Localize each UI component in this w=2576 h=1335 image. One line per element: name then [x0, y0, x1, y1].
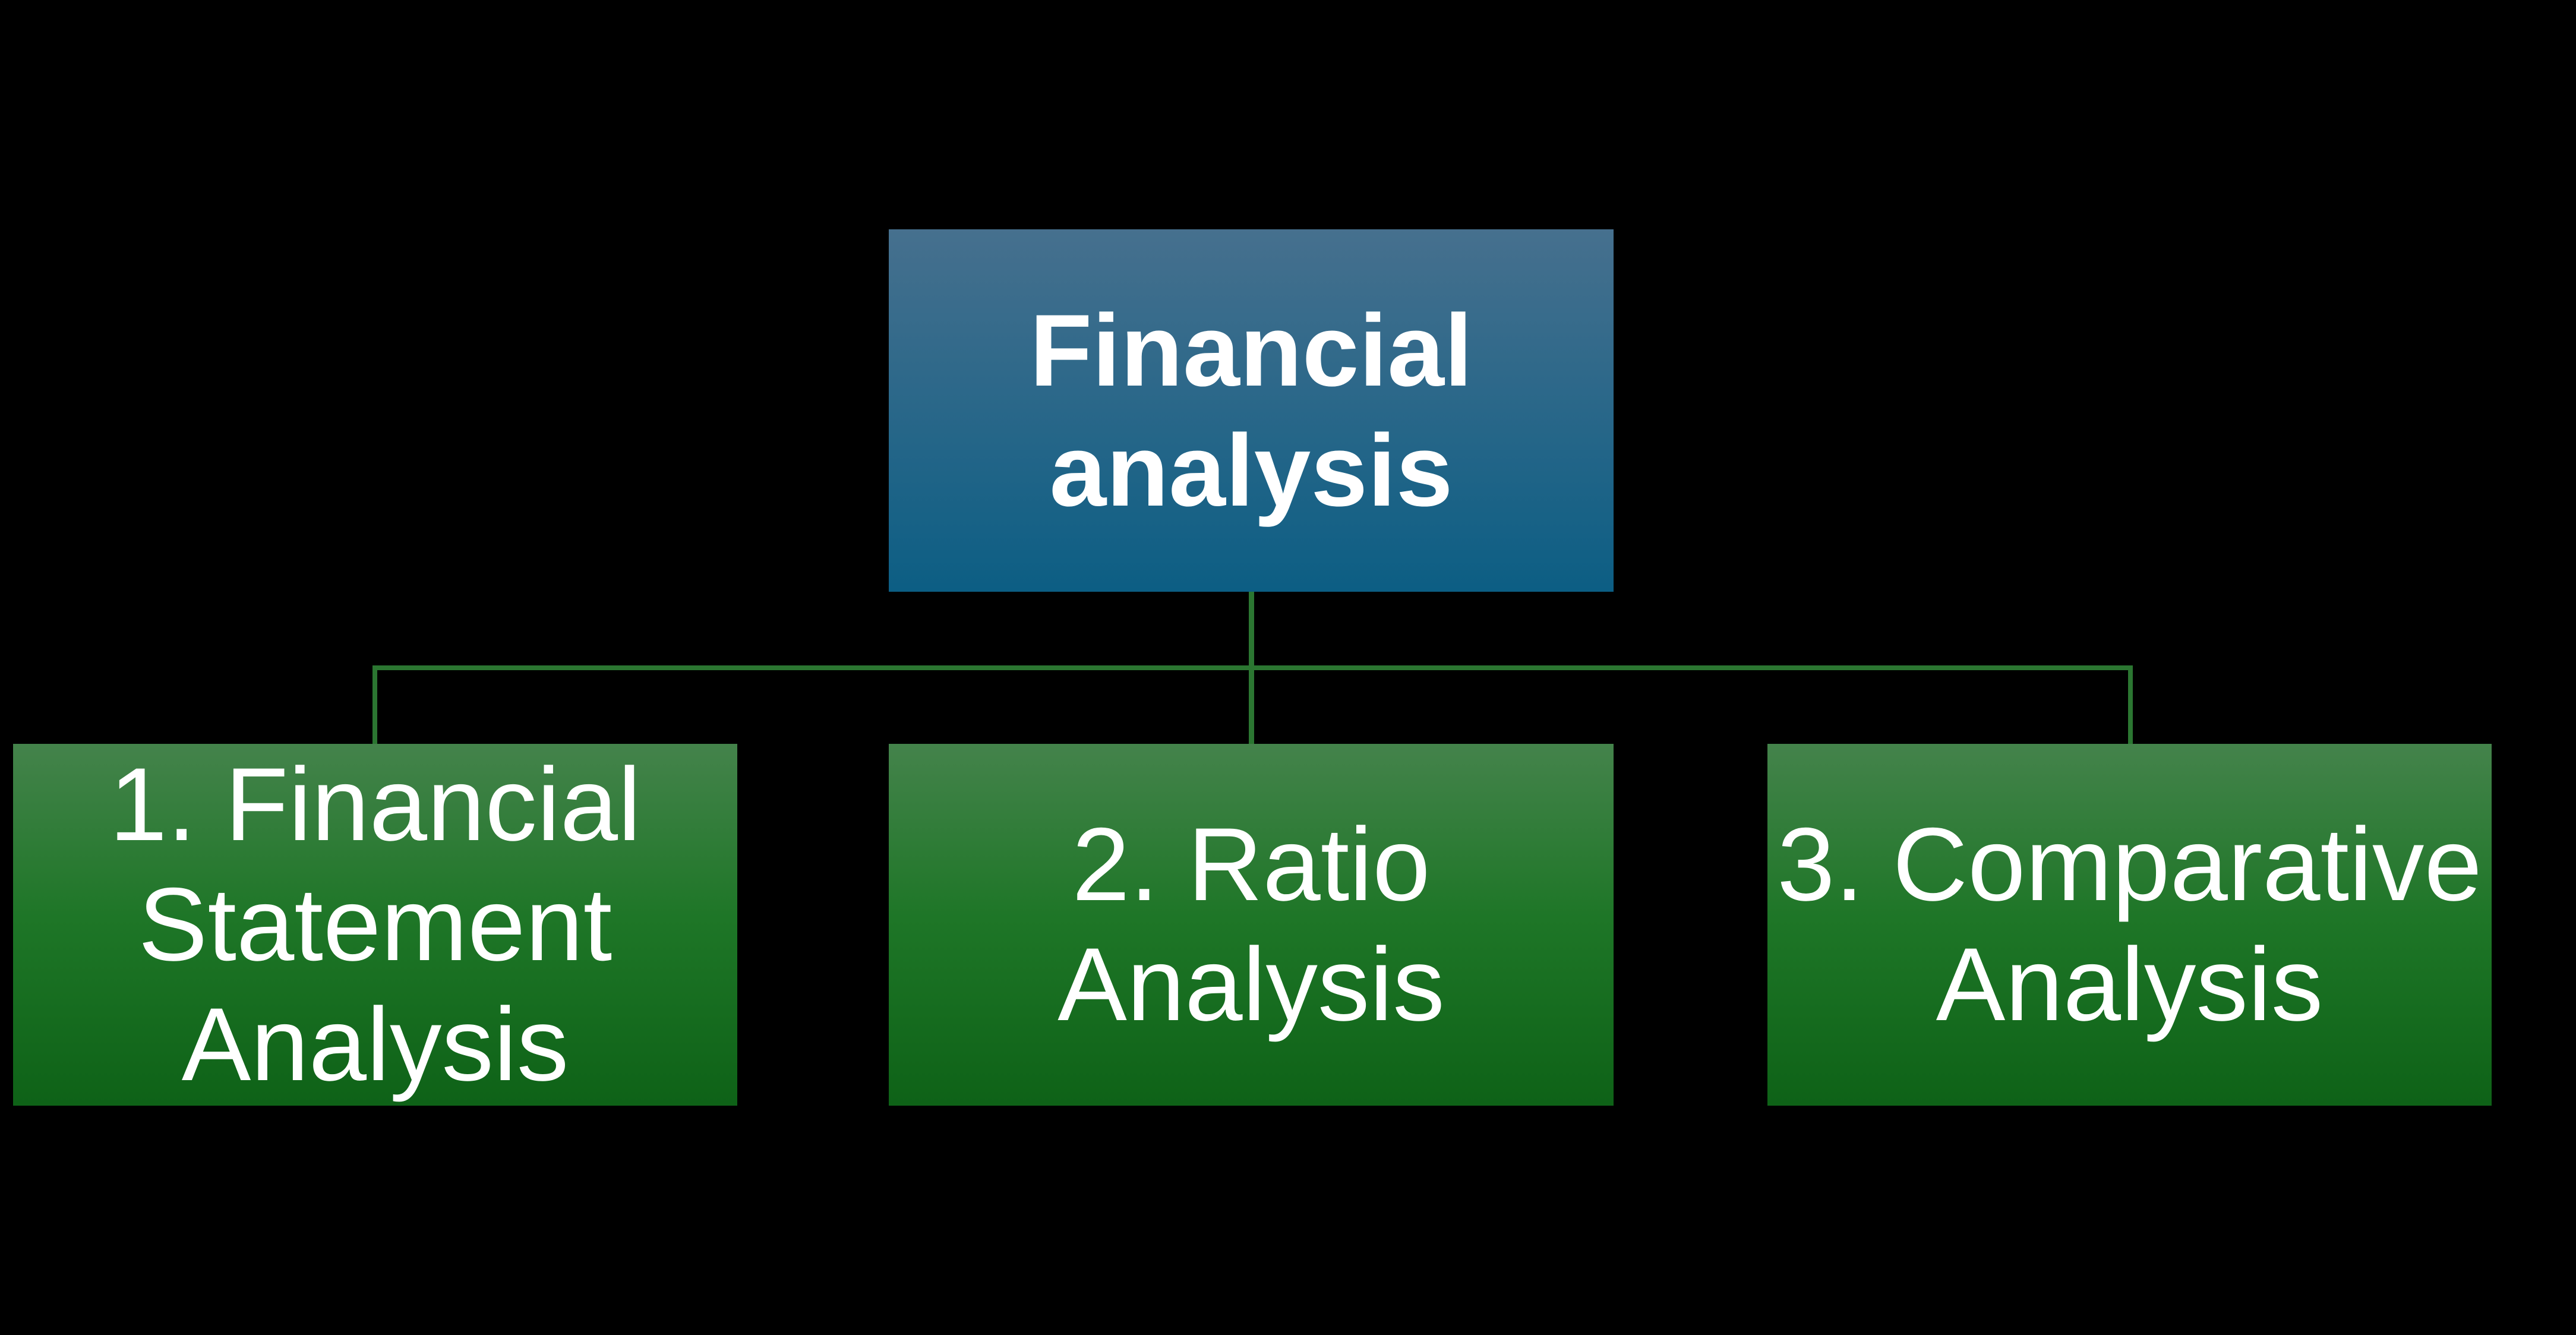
node-label-line: Financial [1030, 293, 1473, 408]
node-label-line: Analysis [181, 986, 569, 1103]
node-comparative-analysis: 3. Comparative Analysis [1767, 744, 2492, 1106]
node-label-line: 2. Ratio [1072, 806, 1431, 923]
node-label-line: Analysis [1057, 926, 1445, 1043]
connector-drop-right [2128, 668, 2133, 744]
node-label-line: 1. Financial [109, 746, 641, 863]
node-ratio-analysis: 2. Ratio Analysis [889, 744, 1614, 1106]
node-label-line: Analysis [1936, 926, 2324, 1043]
connector-horizontal-rail [372, 665, 2133, 670]
node-financial-statement-analysis: 1. Financial Statement Analysis [13, 744, 737, 1106]
node-label-line: 3. Comparative [1777, 806, 2482, 923]
node-label-line: Statement [138, 866, 613, 983]
node-label-line: analysis [1049, 414, 1453, 528]
node-financial-analysis: Financial analysis [889, 229, 1614, 592]
connector-drop-left [372, 668, 377, 744]
